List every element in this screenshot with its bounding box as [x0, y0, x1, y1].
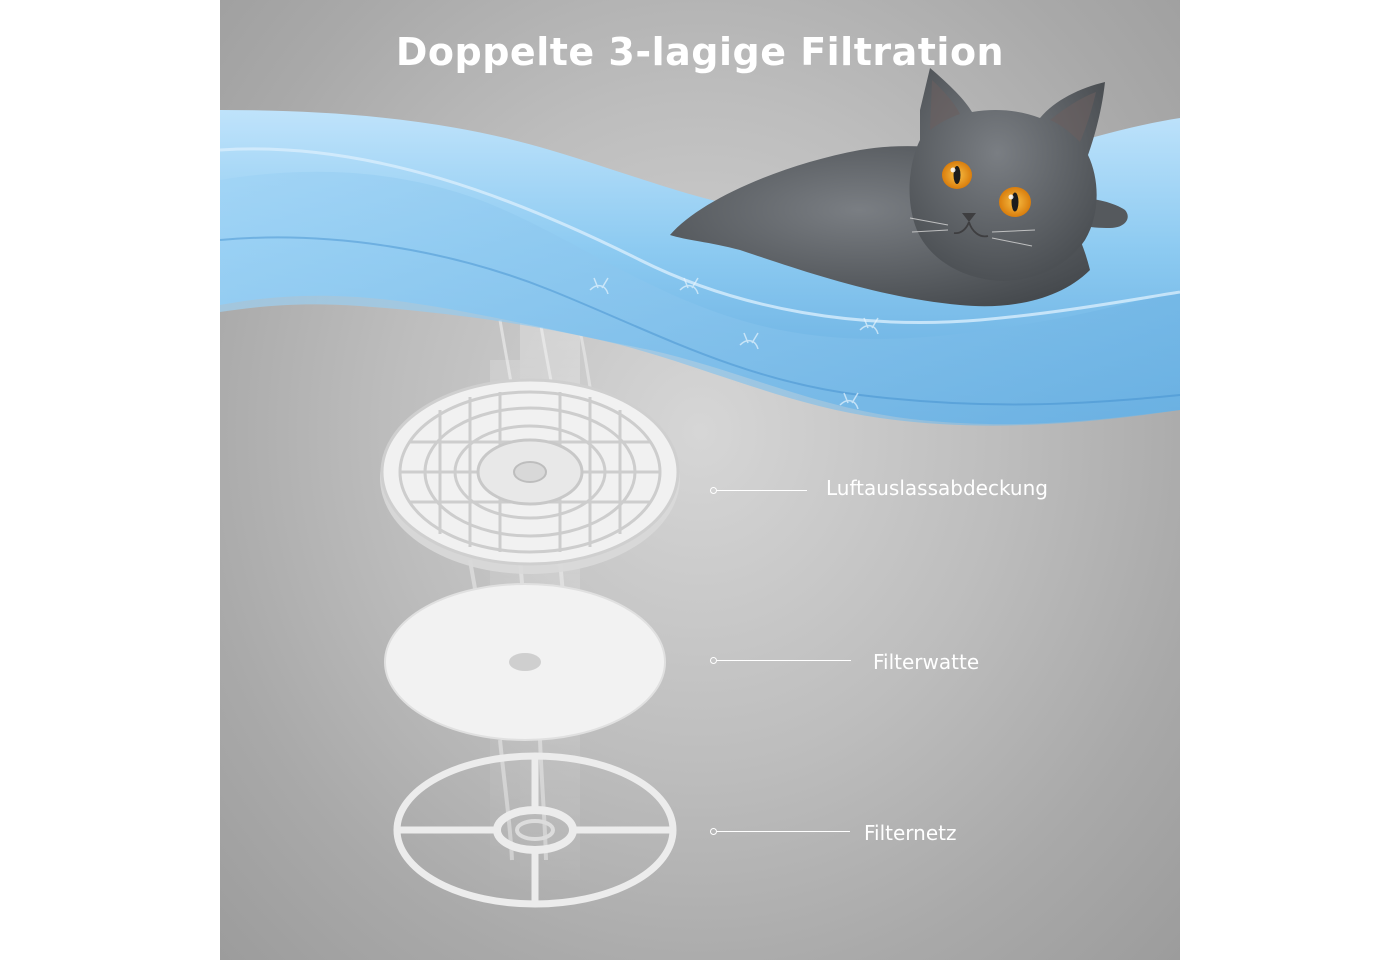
filtration-illustration: [220, 68, 1180, 908]
callout-line-filter-mesh: [717, 831, 850, 832]
cat-photo: [670, 68, 1128, 307]
callout-line-outlet-cover: [717, 490, 807, 491]
page-title: Doppelte 3-lagige Filtration: [395, 30, 1005, 74]
filter-cotton-disc: [384, 583, 666, 741]
filter-mesh-disc: [393, 752, 677, 908]
label-filter-cotton: Filterwatte: [873, 650, 980, 674]
callout-dot-outlet-cover: [710, 487, 717, 494]
product-image-panel: Doppelte 3-lagige Filtration Luftauslass…: [220, 0, 1180, 960]
outlet-cover-disc: [380, 378, 680, 574]
label-outlet-cover: Luftauslassabdeckung: [826, 476, 1048, 500]
label-filter-mesh: Filternetz: [864, 821, 957, 845]
callout-dot-filter-mesh: [710, 828, 717, 835]
callout-line-filter-cotton: [717, 660, 851, 661]
callout-dot-filter-cotton: [710, 657, 717, 664]
